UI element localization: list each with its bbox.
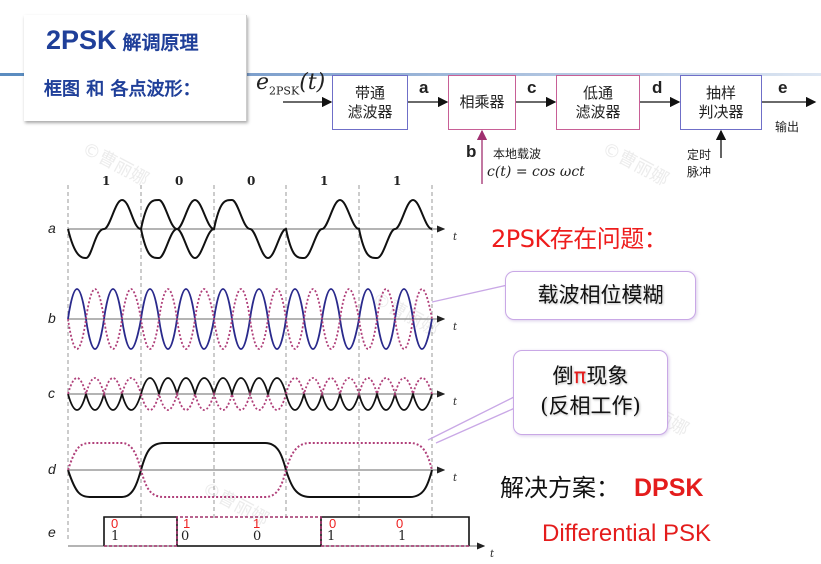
sampler-decision-block: 抽样判决器 xyxy=(680,75,762,130)
bit-label: 1 xyxy=(320,174,329,188)
row-label-e: e xyxy=(48,524,56,540)
e-bit-red: 0 xyxy=(329,516,337,531)
multiplier-block: 相乘器 xyxy=(448,75,516,130)
output-label: 输出 xyxy=(775,120,800,134)
page-subtitle: 框图 和 各点波形： xyxy=(44,79,201,100)
header-rule-right xyxy=(246,73,821,76)
block-label: 滤波器 xyxy=(575,102,621,121)
problem-title: 2PSK存在问题： xyxy=(491,225,668,253)
bit-boundaries xyxy=(67,185,433,540)
row-label-a: a xyxy=(48,220,56,236)
header-rule-left xyxy=(0,73,24,76)
block-label: 抽样 xyxy=(705,83,736,102)
signal-label-d: d xyxy=(652,78,663,97)
lowpass-filter-block: 低通滤波器 xyxy=(556,75,640,130)
timing-label: 定时 xyxy=(687,148,712,162)
input-signal-label: e2PSK(t) xyxy=(256,70,325,97)
bandpass-filter-block: 带通滤波器 xyxy=(332,75,408,130)
pi-symbol: π xyxy=(573,364,587,388)
bit-label: 0 xyxy=(247,174,256,188)
solution-line: 解决方案： DPSK xyxy=(500,468,703,503)
row-label-c: c xyxy=(48,385,55,401)
timing-label: 脉冲 xyxy=(687,165,712,179)
block-label: 判决器 xyxy=(698,102,744,121)
callout-phase-ambiguity: 载波相位模糊 xyxy=(505,271,696,320)
title-main: 2PSK xyxy=(46,25,117,55)
block-label: 相乘器 xyxy=(459,93,505,111)
bit-label: 1 xyxy=(393,174,402,188)
e-bit-red: 0 xyxy=(111,516,119,531)
input-signal-sub: 2PSK xyxy=(269,84,300,98)
callout-pointers xyxy=(427,283,525,444)
callout-text: 载波相位模糊 xyxy=(537,283,664,307)
axis-label-t: t xyxy=(453,397,458,408)
signal-label-e: e xyxy=(778,78,788,97)
e-bit-red: 0 xyxy=(396,516,404,531)
solution-value: DPSK xyxy=(634,474,704,502)
axis-label-t: t xyxy=(453,473,458,484)
signal-label-b: b xyxy=(466,142,477,161)
bit-label: 1 xyxy=(102,174,111,188)
axis-label-t: t xyxy=(453,232,458,243)
waveform-b xyxy=(67,288,433,350)
bit-label: 0 xyxy=(175,174,184,188)
callout-text: 现象 xyxy=(586,364,629,388)
block-label: 带通 xyxy=(354,83,385,102)
carrier-label: 本地载波 xyxy=(493,147,542,161)
e-bit-black: 1 xyxy=(327,529,336,544)
title-sub: 解调原理 xyxy=(122,32,199,54)
callout-reverse-pi: 倒π现象 (反相工作) xyxy=(513,350,668,435)
waveform-c xyxy=(67,377,433,411)
callout-text: (反相工作) xyxy=(540,394,641,418)
waveform-a xyxy=(67,198,433,260)
block-label: 滤波器 xyxy=(347,102,393,121)
input-signal-arg: (t) xyxy=(299,70,326,95)
input-signal-base: e xyxy=(256,70,270,95)
waveform-e xyxy=(103,516,470,547)
signal-label-c: c xyxy=(527,78,537,97)
row-label-b: b xyxy=(48,310,56,326)
carrier-formula: c(t) = cos ωct xyxy=(487,164,585,180)
axis-label-t: t xyxy=(453,322,458,333)
solution-label: 解决方案： xyxy=(500,474,620,502)
e-bit-red: 1 xyxy=(183,516,191,531)
solution-full-name: Differential PSK xyxy=(542,520,711,547)
row-label-d: d xyxy=(48,461,56,477)
callout-text: 倒 xyxy=(552,364,574,388)
e-bit-black: 0 xyxy=(181,529,190,544)
waveform-d xyxy=(67,442,433,498)
axis-label-t: t xyxy=(490,549,495,560)
e-bit-red: 1 xyxy=(253,516,261,531)
block-label: 低通 xyxy=(582,83,613,102)
e-bit-black: 0 xyxy=(253,529,262,544)
e-bit-black: 1 xyxy=(111,529,120,544)
signal-label-a: a xyxy=(419,78,429,97)
e-bit-black: 1 xyxy=(398,529,407,544)
